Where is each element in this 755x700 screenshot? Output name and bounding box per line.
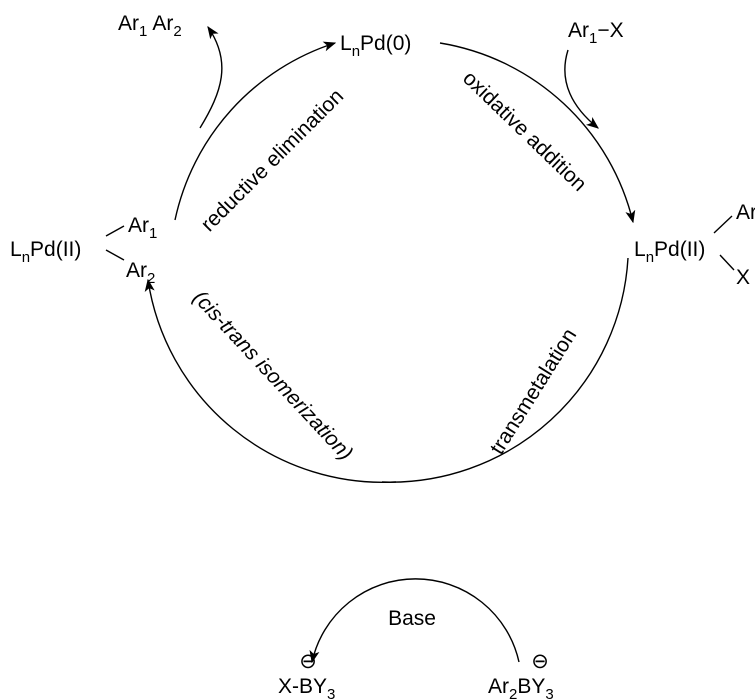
product-release-arrow	[199, 25, 223, 129]
pd2-left-ar1: Ar1	[128, 214, 157, 242]
step-oxidative-addition: oxidative addition	[458, 67, 591, 196]
bond-x-right	[719, 254, 735, 271]
cycle-arc-right-bottom	[381, 257, 629, 483]
cycle-arc-top-left	[174, 41, 337, 221]
borate-in: ⊖ Ar2BY3	[488, 650, 554, 700]
step-transmetalation: transmetalation	[486, 325, 582, 459]
aryl-halide-label: Ar1−X	[568, 19, 624, 47]
step-reductive-elimination: reductive elimination	[197, 85, 349, 237]
borate-in-charge: ⊖	[531, 650, 549, 673]
borate-out-charge: ⊖	[299, 650, 317, 673]
borate-out-label: X-BY3	[278, 675, 335, 700]
cycle-arc-bottom-left	[144, 278, 397, 484]
pd2-left-center: LnPd(II)	[10, 238, 81, 266]
borate-out: ⊖ X-BY3	[278, 650, 335, 700]
pd0-label: LnPd(0)	[340, 32, 411, 60]
base-label: Base	[388, 607, 436, 630]
pd2-right-ar1: Ar1	[736, 201, 755, 229]
bond-ar2-left	[105, 249, 125, 261]
cycle-arc-top-right	[439, 42, 636, 224]
bond-ar1-left	[105, 225, 125, 237]
borate-in-label: Ar2BY3	[488, 675, 554, 700]
pd2-left-ar2: Ar2	[126, 259, 155, 287]
pd2-left-complex: LnPd(II) Ar1 Ar2	[10, 214, 157, 287]
pd2-right-x: X	[736, 266, 750, 289]
bond-ar1-right	[713, 215, 733, 234]
aryl-halide-entry-arrow	[564, 49, 599, 129]
base-arc-arrow	[309, 578, 520, 664]
pd2-right-center: LnPd(II)	[634, 238, 705, 266]
pd2-right-complex: LnPd(II) Ar1 X	[634, 201, 755, 289]
step-cis-trans-isomerization: (cis-trans isomerization)	[188, 286, 357, 465]
